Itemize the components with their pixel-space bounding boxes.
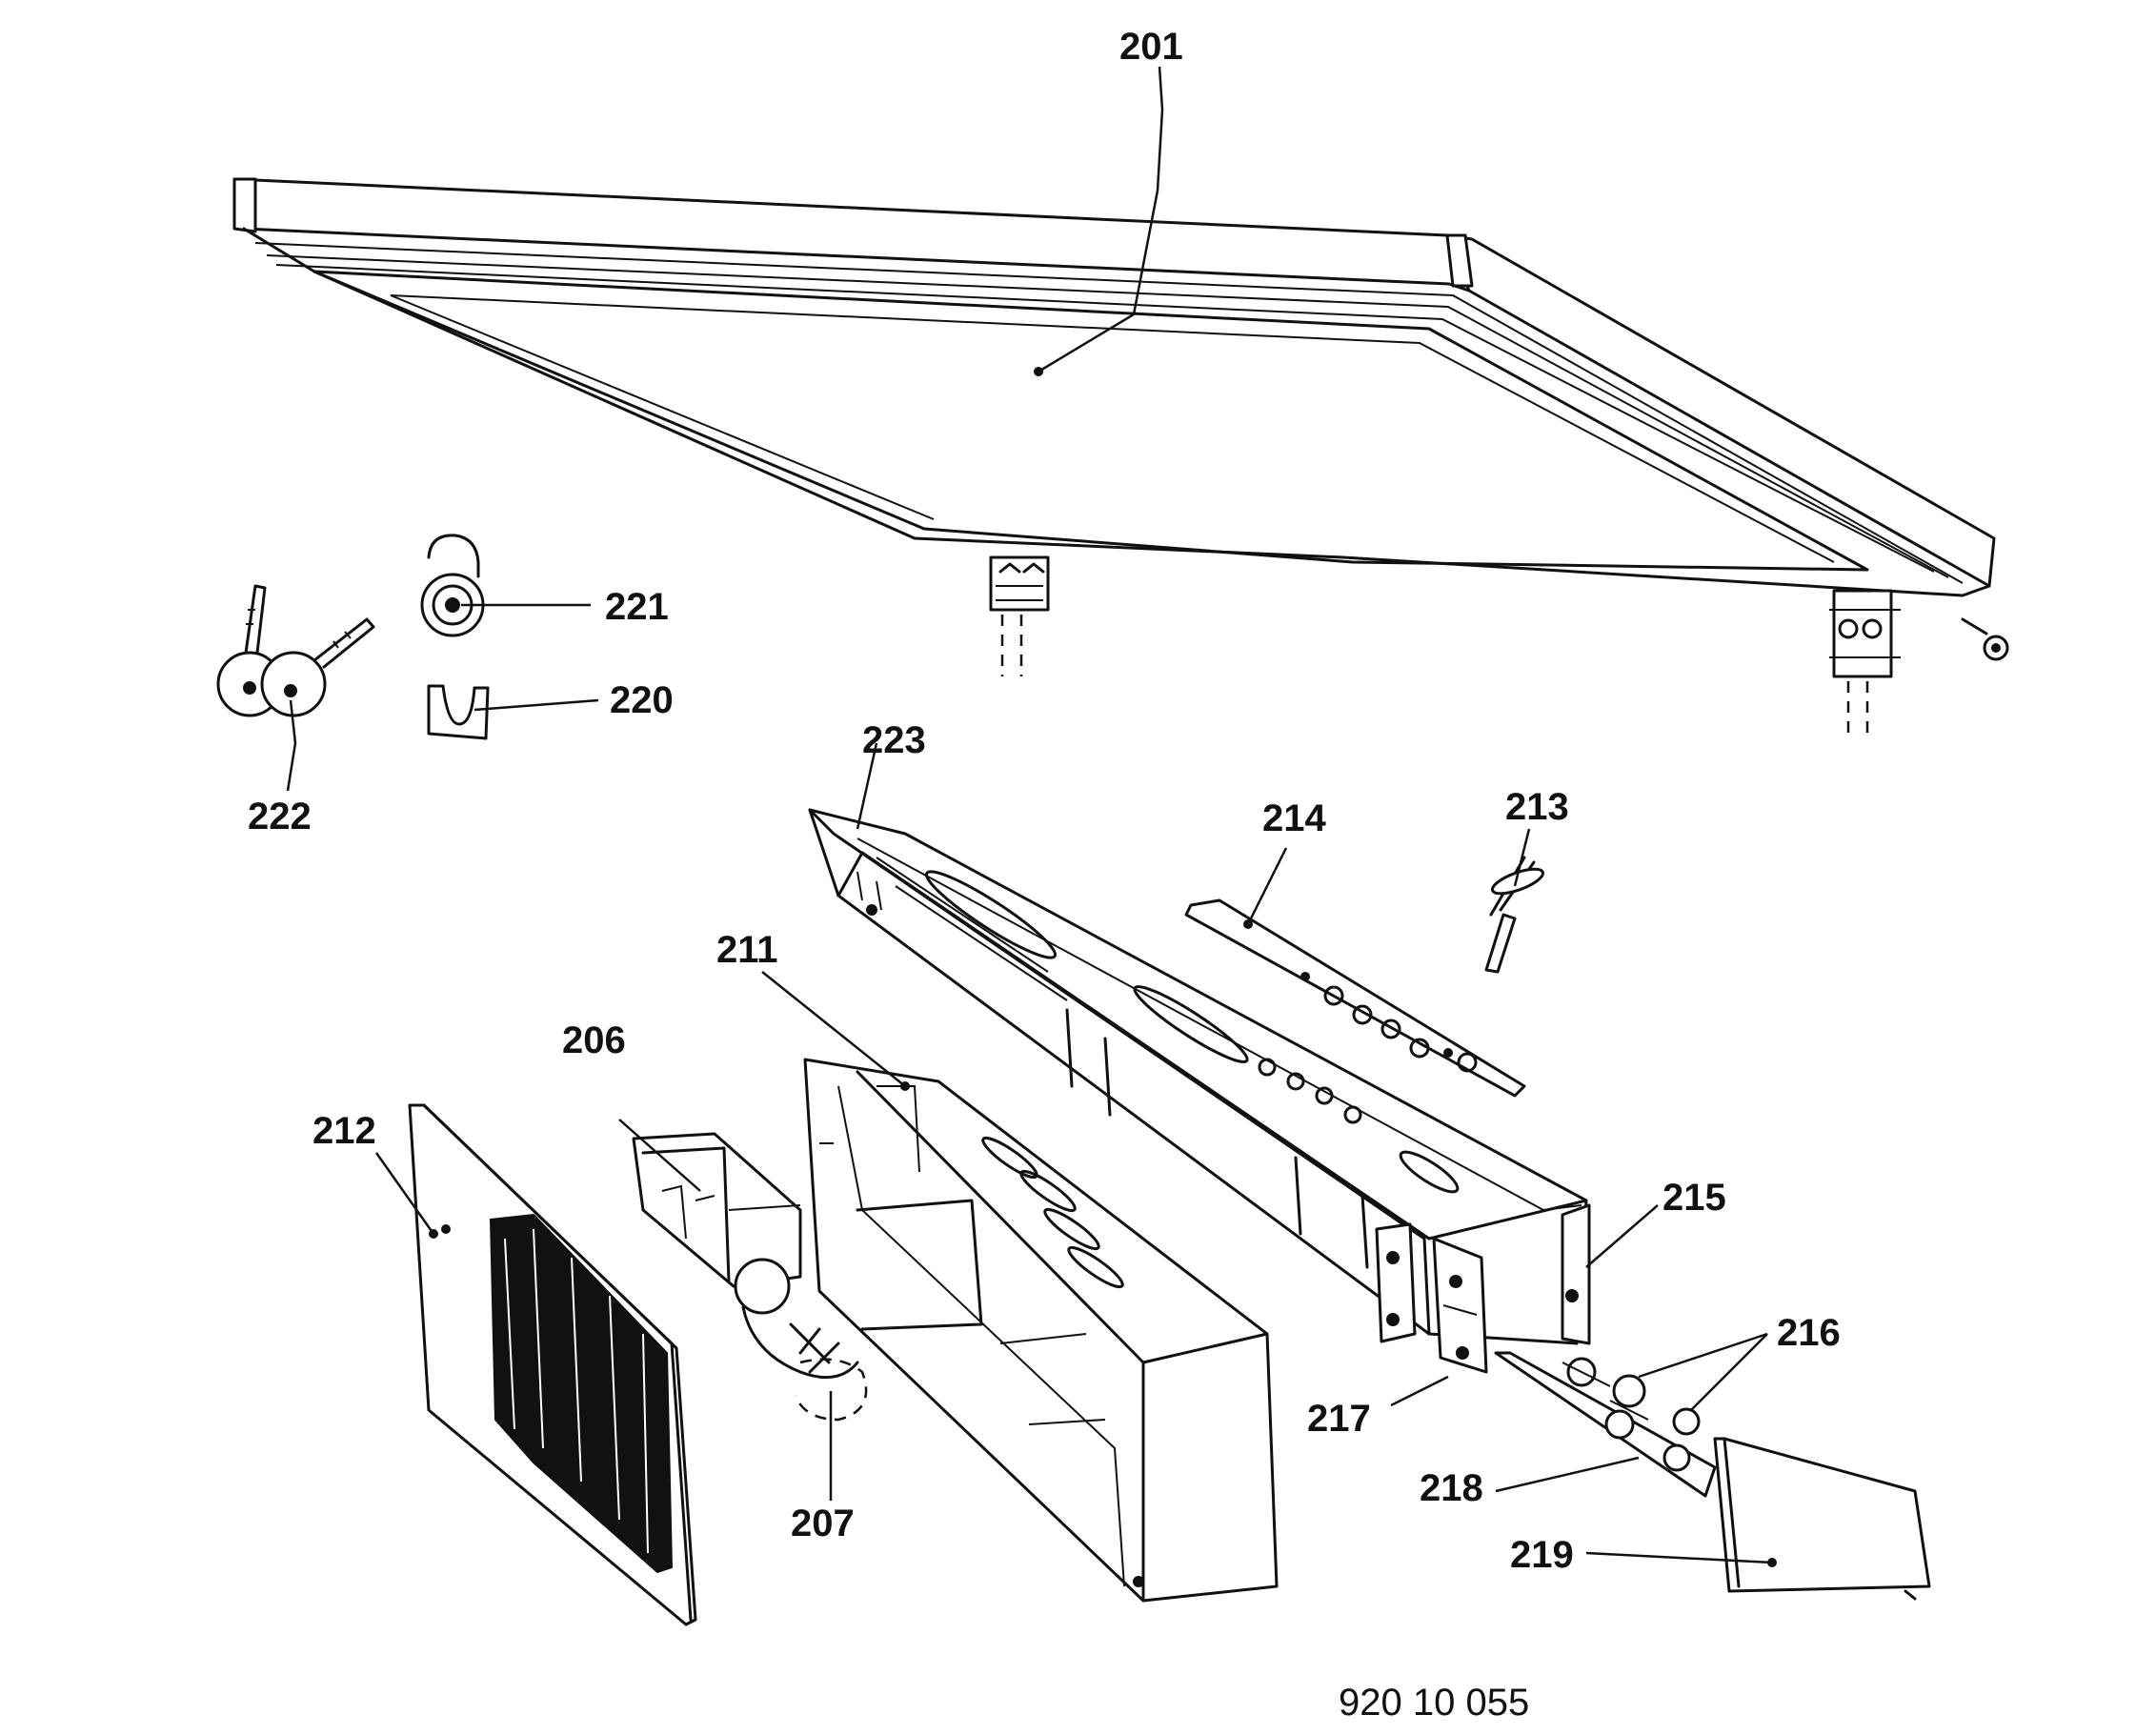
part-217-bracket [1432,1237,1488,1374]
part-201-lid-frame [232,177,2009,738]
label-215: 215 [1662,1177,1726,1219]
part-213-shaft [1484,856,1544,974]
label-218: 218 [1420,1467,1483,1509]
part-219-end-cap [1713,1437,1931,1601]
label-212: 212 [312,1110,376,1152]
part-222-keys [216,584,375,717]
part-207-lamp [734,1258,868,1422]
label-221: 221 [605,586,669,628]
document-number: 920 10 055 [1339,1682,1529,1724]
part-220-clip [427,684,490,740]
part-214-circuit-board [1184,898,1526,1098]
label-206: 206 [562,1019,626,1061]
label-222: 222 [248,796,312,837]
label-220: 220 [610,679,674,721]
label-211: 211 [716,929,778,971]
label-214: 214 [1262,797,1326,839]
part-216-218-switches [1494,1351,1717,1498]
label-217: 217 [1307,1398,1371,1440]
label-223: 223 [862,719,926,761]
label-219: 219 [1510,1534,1574,1576]
label-216: 216 [1777,1312,1841,1354]
part-223-control-panel-housing [808,808,1591,1345]
label-201: 201 [1119,26,1183,68]
part-221-lock [420,534,485,637]
part-labels: 201 221 220 222 223 214 213 211 206 212 … [248,26,1841,1724]
part-212-grille-panel [408,1103,697,1626]
label-213: 213 [1505,786,1569,828]
label-207: 207 [791,1503,855,1544]
leader-lines [286,66,1773,1564]
part-211-housing [803,1058,1279,1603]
part-206-module [632,1132,802,1288]
